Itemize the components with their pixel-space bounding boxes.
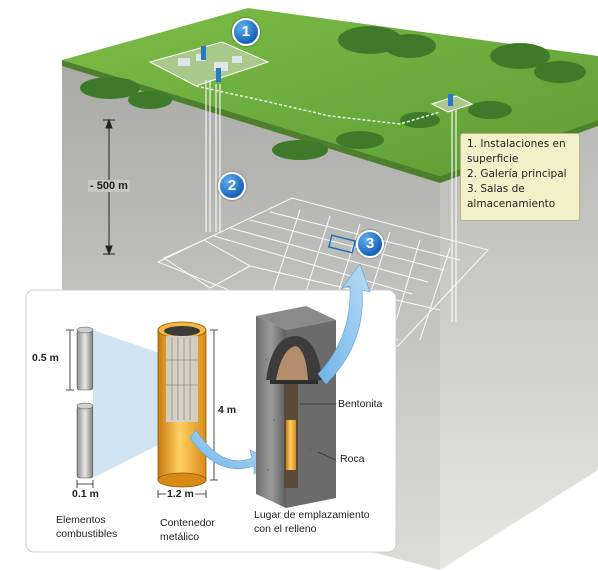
badge-surface-facilities: 1 xyxy=(232,18,260,46)
site-callout-lines xyxy=(300,403,337,461)
container-to-site-arrow xyxy=(189,429,273,475)
rock-block-right-face xyxy=(440,120,598,570)
site-to-storage-arrow xyxy=(317,263,371,385)
caption-fuel-elements: Elementos combustibles xyxy=(56,514,118,540)
caption-emplacement-site: Lugar de emplazamiento con el relleno xyxy=(254,509,370,535)
label-bentonita: Bentonita xyxy=(338,398,383,410)
fuel-element-dimensions xyxy=(66,329,94,488)
dimension-label-0-1-m: 0.1 m xyxy=(72,488,99,500)
legend-item-surface: 1. Instalaciones en superficie xyxy=(467,138,566,165)
emplacement-site-block xyxy=(256,306,336,508)
dimension-label-1-2-m: 1.2 m xyxy=(166,488,195,500)
dimension-label-4-m: 4 m xyxy=(218,404,237,416)
depth-label: - 500 m xyxy=(88,180,130,192)
badge-storage-rooms: 3 xyxy=(356,230,384,258)
legend-box: 1. Instalaciones en superficie 2. Galerí… xyxy=(460,133,580,221)
metal-container xyxy=(157,321,207,488)
fuel-element-top xyxy=(76,326,94,391)
legend-item-storage: 3. Salas de almacenamiento xyxy=(467,183,556,210)
fuel-element-bottom xyxy=(76,402,94,479)
badge-main-gallery: 2 xyxy=(218,172,246,200)
storage-room-highlight xyxy=(327,234,357,254)
access-shafts xyxy=(205,80,457,322)
label-roca: Roca xyxy=(340,453,365,465)
surface-facilities xyxy=(148,41,474,125)
tree-clusters xyxy=(80,26,586,160)
dimension-label-0-5-m: 0.5 m xyxy=(32,352,59,364)
caption-metal-container: Contenedor metálico xyxy=(160,517,215,543)
legend-item-gallery: 2. Galería principal xyxy=(467,168,567,180)
projection-beam xyxy=(93,330,168,478)
